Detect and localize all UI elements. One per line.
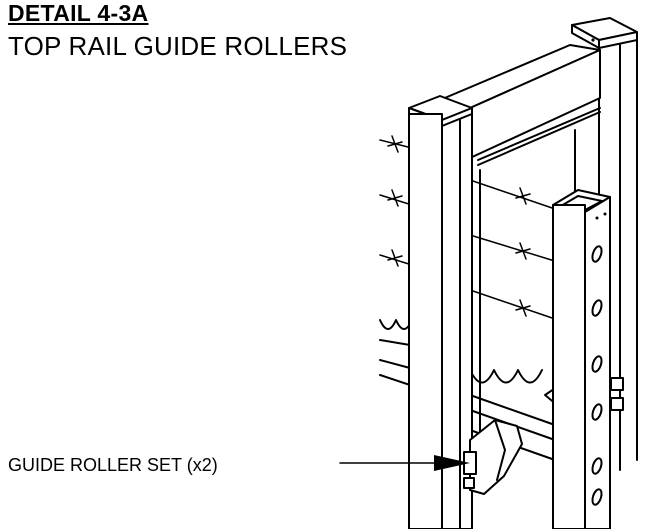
- callout-leader: [339, 455, 470, 471]
- guide-roller-set: [463, 419, 523, 495]
- gate-post: [552, 189, 624, 529]
- barbed-wire: [379, 135, 559, 321]
- detail-subtitle: TOP RAIL GUIDE ROLLERS: [8, 31, 348, 61]
- front-post: [408, 95, 473, 529]
- callout-label-guide-roller-set: GUIDE ROLLER SET (x2): [8, 455, 218, 475]
- detail-title: DETAIL 4-3A: [8, 0, 149, 26]
